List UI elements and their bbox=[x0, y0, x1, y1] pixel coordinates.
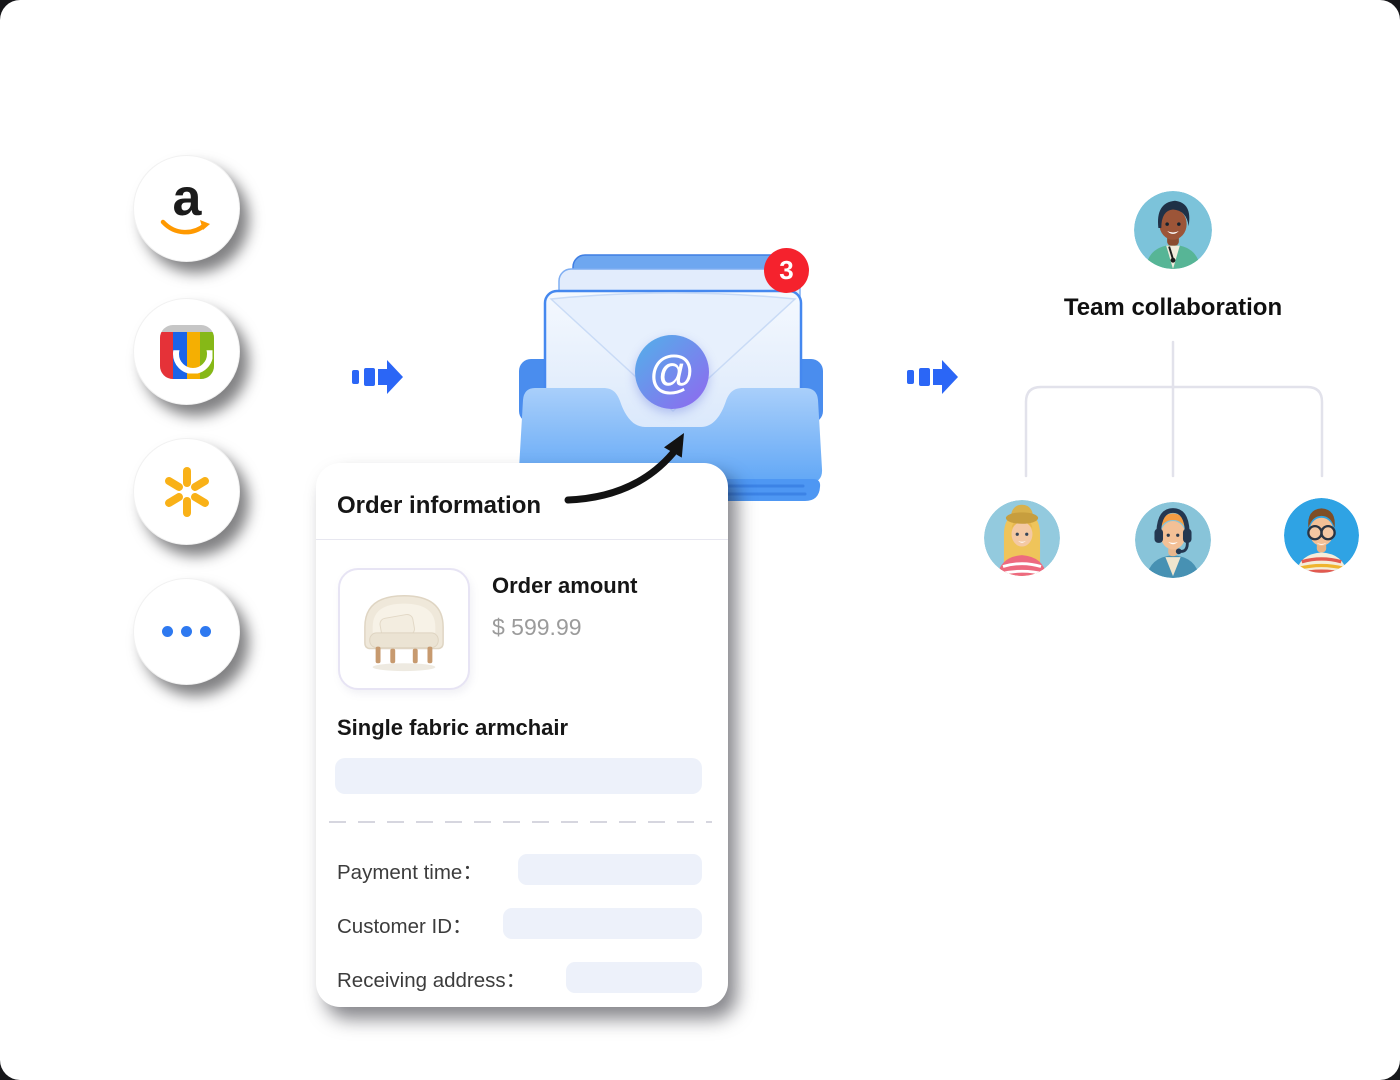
amazon-smile-icon bbox=[160, 219, 210, 235]
marketplace-amazon-button[interactable]: a bbox=[133, 155, 240, 262]
receiving-address-label: Receiving address： bbox=[337, 968, 527, 992]
product-info: Order amount $ 599.99 bbox=[492, 568, 637, 690]
inbox-tray-front bbox=[518, 388, 823, 483]
amazon-logo-icon: a bbox=[159, 169, 215, 239]
order-card-title: Order information bbox=[337, 492, 542, 519]
payment-time-row: Payment time： bbox=[337, 854, 702, 885]
order-amount-value: $ 599.99 bbox=[492, 614, 582, 640]
flow-arrow-right-icon bbox=[907, 360, 958, 394]
org-connector-lines bbox=[1024, 340, 1324, 478]
amazon-letter: a bbox=[172, 169, 202, 228]
marketplace-app-store-button[interactable] bbox=[133, 298, 240, 405]
armchair-illustration bbox=[364, 595, 444, 672]
notification-badge: 3 bbox=[764, 248, 809, 293]
marketplace-walmart-button[interactable] bbox=[133, 438, 240, 545]
team-collaboration-title: Team collaboration bbox=[1063, 294, 1283, 321]
receiving-address-input[interactable] bbox=[566, 962, 702, 993]
avatar-member-woman bbox=[984, 500, 1060, 576]
shopping-bag-icon bbox=[159, 324, 214, 379]
payment-time-input[interactable] bbox=[518, 854, 702, 885]
at-symbol-icon: @ bbox=[635, 335, 709, 409]
customer-id-label: Customer ID： bbox=[337, 914, 473, 938]
card-divider bbox=[316, 539, 728, 540]
walmart-spark-icon bbox=[164, 466, 209, 517]
flow-arrow-left-icon bbox=[352, 360, 403, 394]
product-row: Order amount $ 599.99 bbox=[338, 568, 728, 690]
dashed-divider bbox=[329, 821, 712, 823]
order-information-card: Order information bbox=[316, 463, 728, 1007]
product-image bbox=[338, 568, 470, 690]
avatar-member-glasses bbox=[1284, 498, 1359, 573]
receiving-address-row: Receiving address： bbox=[337, 962, 702, 993]
curved-arrow-icon bbox=[564, 433, 684, 504]
avatar-member-support bbox=[1135, 502, 1211, 578]
ellipsis-icon bbox=[162, 626, 211, 637]
order-amount-label: Order amount bbox=[492, 573, 638, 598]
product-detail-input[interactable] bbox=[335, 758, 702, 794]
product-name: Single fabric armchair bbox=[337, 715, 569, 740]
marketplace-more-button[interactable] bbox=[133, 578, 240, 685]
customer-id-input[interactable] bbox=[503, 908, 702, 939]
payment-time-label: Payment time： bbox=[337, 860, 483, 884]
avatar-team-lead bbox=[1134, 191, 1212, 269]
customer-id-row: Customer ID： bbox=[337, 908, 702, 939]
